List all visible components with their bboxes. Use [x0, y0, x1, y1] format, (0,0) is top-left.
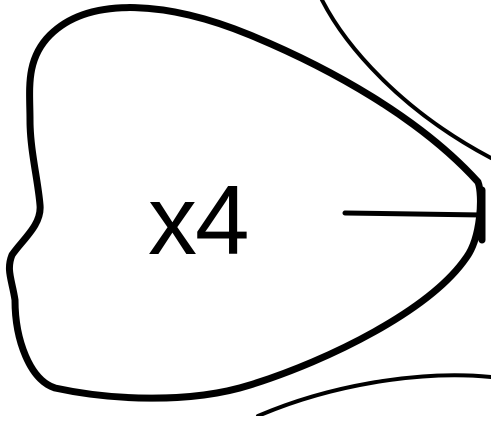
- multiplier-label: x4: [148, 170, 248, 270]
- adjacent-shape-lower-edge: [258, 375, 491, 416]
- connector-line: [345, 213, 482, 215]
